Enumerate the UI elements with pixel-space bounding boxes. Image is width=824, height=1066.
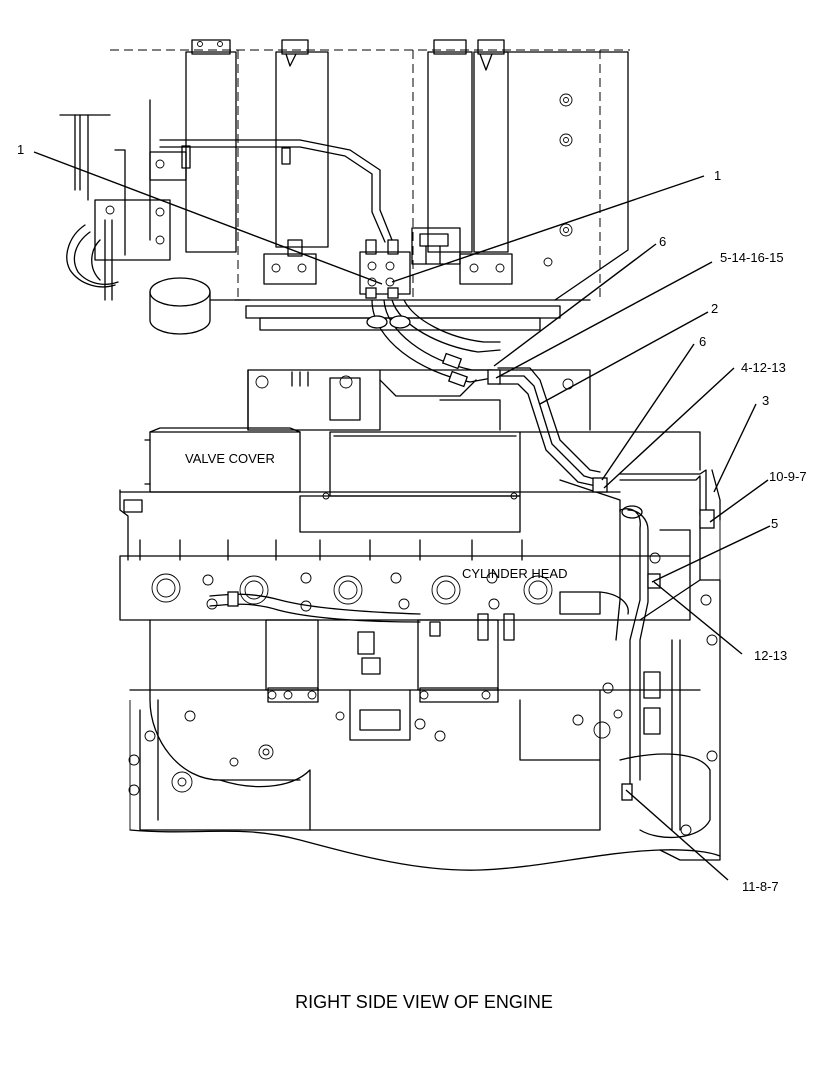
engine-block bbox=[128, 287, 721, 871]
callout-5: 5 bbox=[771, 516, 778, 531]
hoses bbox=[366, 299, 707, 791]
callout-4-12-13: 4-12-13 bbox=[741, 360, 786, 375]
callout-6-lower: 6 bbox=[699, 334, 706, 349]
diagram-title: RIGHT SIDE VIEW OF ENGINE bbox=[295, 992, 553, 1012]
cylinder-head-label: CYLINDER HEAD bbox=[462, 566, 567, 581]
callout-5-14-16-15: 5-14-16-15 bbox=[720, 250, 784, 265]
callout-10-9-7: 10-9-7 bbox=[769, 469, 807, 484]
callout-2: 2 bbox=[711, 301, 718, 316]
callout-12-13: 12-13 bbox=[754, 648, 787, 663]
cylinder-head bbox=[119, 552, 691, 703]
upper-assembly bbox=[59, 39, 630, 335]
callout-leaders bbox=[33, 151, 771, 881]
valve-cover-section bbox=[119, 369, 701, 561]
callout-3: 3 bbox=[762, 393, 769, 408]
callout-1-right: 1 bbox=[714, 168, 721, 183]
callout-11-8-7: 11-8-7 bbox=[742, 879, 779, 894]
callout-1-left: 1 bbox=[17, 142, 24, 157]
callout-6-upper: 6 bbox=[659, 234, 666, 249]
valve-cover-label: VALVE COVER bbox=[185, 451, 275, 466]
